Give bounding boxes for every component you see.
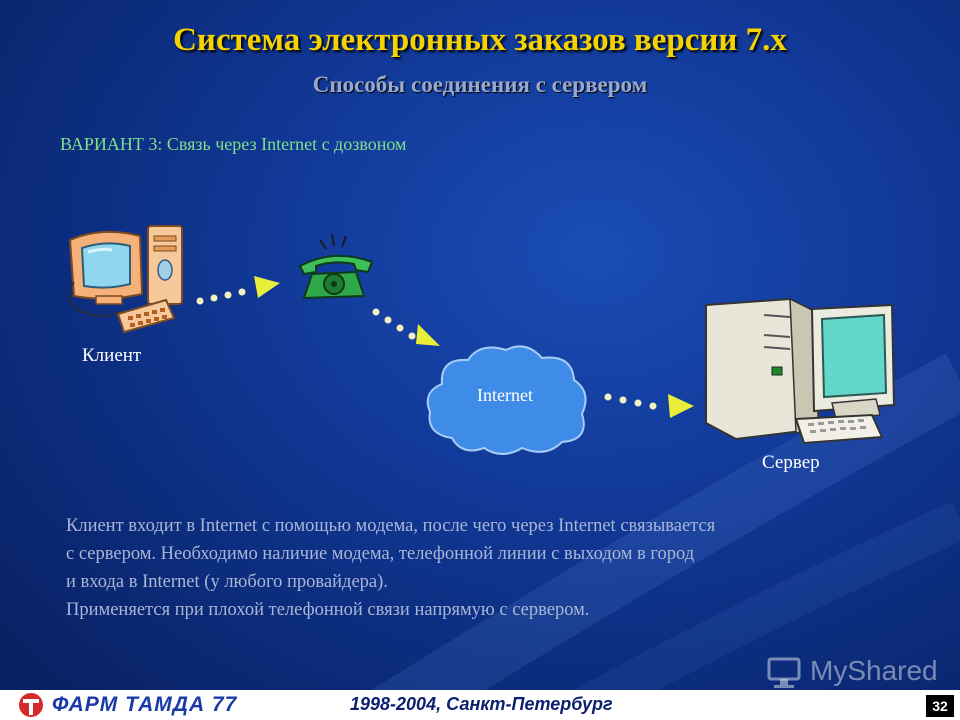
server-label: Сервер [762,452,820,473]
arrow-head-1 [254,276,280,298]
footer-text: 1998-2004, Санкт-Петербург [350,694,613,714]
server-computer-icon [705,297,896,445]
client-label: Клиент [82,345,142,366]
description: Клиент входит в Internet с помощью модем… [66,512,906,624]
brand-name: ФАРМ ТАМДА 77 [52,693,238,716]
arrow-phone-to-internet [372,308,416,340]
arrow-internet-to-server [604,393,657,410]
arrow-client-to-phone [196,288,246,305]
description-line: Применяется при плохой телефонной связи … [66,600,590,620]
internet-label: Internet [477,385,533,405]
footer-bar [0,690,960,720]
variant-heading: ВАРИАНТ 3: Связь через Internet с дозвон… [60,134,407,154]
description-line: с сервером. Необходимо наличие модема, т… [66,544,695,564]
page-number: 32 [926,695,954,717]
computer-icon [68,225,183,334]
arrow-head-3 [668,394,694,418]
slide-title: Система электронных заказов версии 7.х [173,22,787,58]
cloud-icon [426,345,587,455]
slide-subtitle: Способы соединения с сервером [312,72,648,97]
watermark-text: MyShared [810,655,938,686]
telephone-icon [298,233,374,300]
description-line: Клиент входит в Internet с помощью модем… [66,516,716,536]
myshared-logo-icon [767,657,801,688]
brand-logo-icon [19,693,43,717]
arrow-head-2 [416,324,440,346]
description-line: и входа в Internet (у любого провайдера)… [66,572,388,592]
